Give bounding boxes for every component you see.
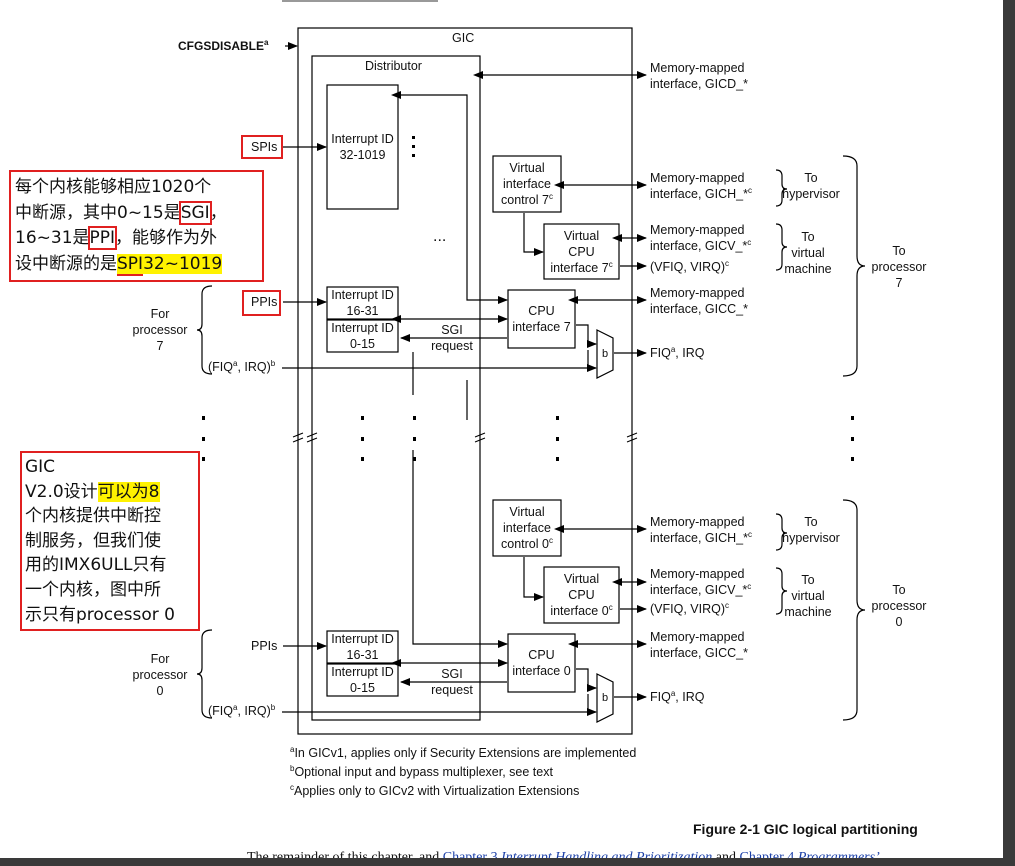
spis-label: SPIs [251,140,278,154]
ppi-id-box-7 [326,286,399,320]
note1-line1: 每个内核能够相应1020个 [15,177,212,197]
vic-box-0 [492,499,562,557]
annotation-note-gicv2: GIC V2.0设计可以为8 个内核提供中断控 制服务，但我们使 用的IMX6U… [20,451,200,631]
footnote-c: cApplies only to GICv2 with Virtualizati… [290,782,580,798]
distributor-ellipsis: ... [433,228,447,245]
fiq-irq-out-7: FIQa, IRQ [650,344,705,360]
cpu-if-box-7 [507,289,576,349]
gic-block [297,27,633,735]
mux-label-0: b [602,692,609,704]
viewer-right-edge [1003,0,1015,866]
ppis-highlight-box [242,290,281,316]
cfgsdisable-label: CFGSDISABLEa [178,38,269,54]
note2-line2: V2.0设计可以为8 [25,481,160,502]
note2-line4: 制服务，但我们使 [25,530,161,551]
distributor-block [311,55,481,721]
note2-line7: 示只有processor 0 [25,604,175,625]
footnote-b: bOptional input and bypass multiplexer, … [290,763,553,779]
fiq-irq-out-0: FIQa, IRQ [650,688,705,704]
note1-line2: 中断源，其中0~15是SGI， [15,200,227,225]
spis-highlight-box [241,135,283,159]
ppis-label-7: PPIs [251,295,278,309]
ppis-label-0: PPIs [251,639,278,653]
mux-0 [596,673,614,723]
vcpu-box-0 [543,566,620,624]
continuation-dots [202,136,854,461]
sgi-id-box-0 [326,663,399,697]
viewer-bottom-edge [0,858,1003,866]
top-rule [282,0,438,2]
note2-line5: 用的IMX6ULL只有 [25,555,167,576]
mux-label-7: b [602,348,609,360]
annotation-note-interrupt-ranges: 每个内核能够相应1020个 中断源，其中0~15是SGI， 16~31是PPI，… [9,170,264,282]
gic-title: GIC [452,31,475,45]
vcpu-box-7 [543,223,620,280]
note1-line3: 16~31是PPI，能够作为外 [15,226,218,250]
spi-highlight: SPI [117,253,144,276]
note2-line6: 一个内核，图中所 [25,579,161,600]
fiq-irq-in-0: (FIQa, IRQ)b [208,702,276,718]
ppi-id-box-0 [326,630,399,664]
spi-id-box [326,84,399,210]
vfiq-label-7: (VFIQ, VIRQ)c [650,258,729,274]
note2-line1: GIC [25,457,56,477]
note2-line3: 个内核提供中断控 [25,506,161,527]
ppi-highlight: PPI [87,226,118,250]
sgi-highlight: SGI [178,200,212,225]
distributor-title: Distributor [365,59,422,73]
cpu-if-box-0 [507,633,576,693]
vfiq-label-0: (VFIQ, VIRQ)c [650,600,729,616]
note1-line4: 设中断源的是SPI32~1019 [15,253,223,276]
figure-caption: Figure 2-1 GIC logical partitioning [693,821,918,837]
footnote-a: aIn GICv1, applies only if Security Exte… [290,744,637,760]
mux-7 [596,329,614,379]
sgi-id-box-7 [326,319,399,353]
fiq-irq-in-7: (FIQa, IRQ)b [208,358,276,374]
